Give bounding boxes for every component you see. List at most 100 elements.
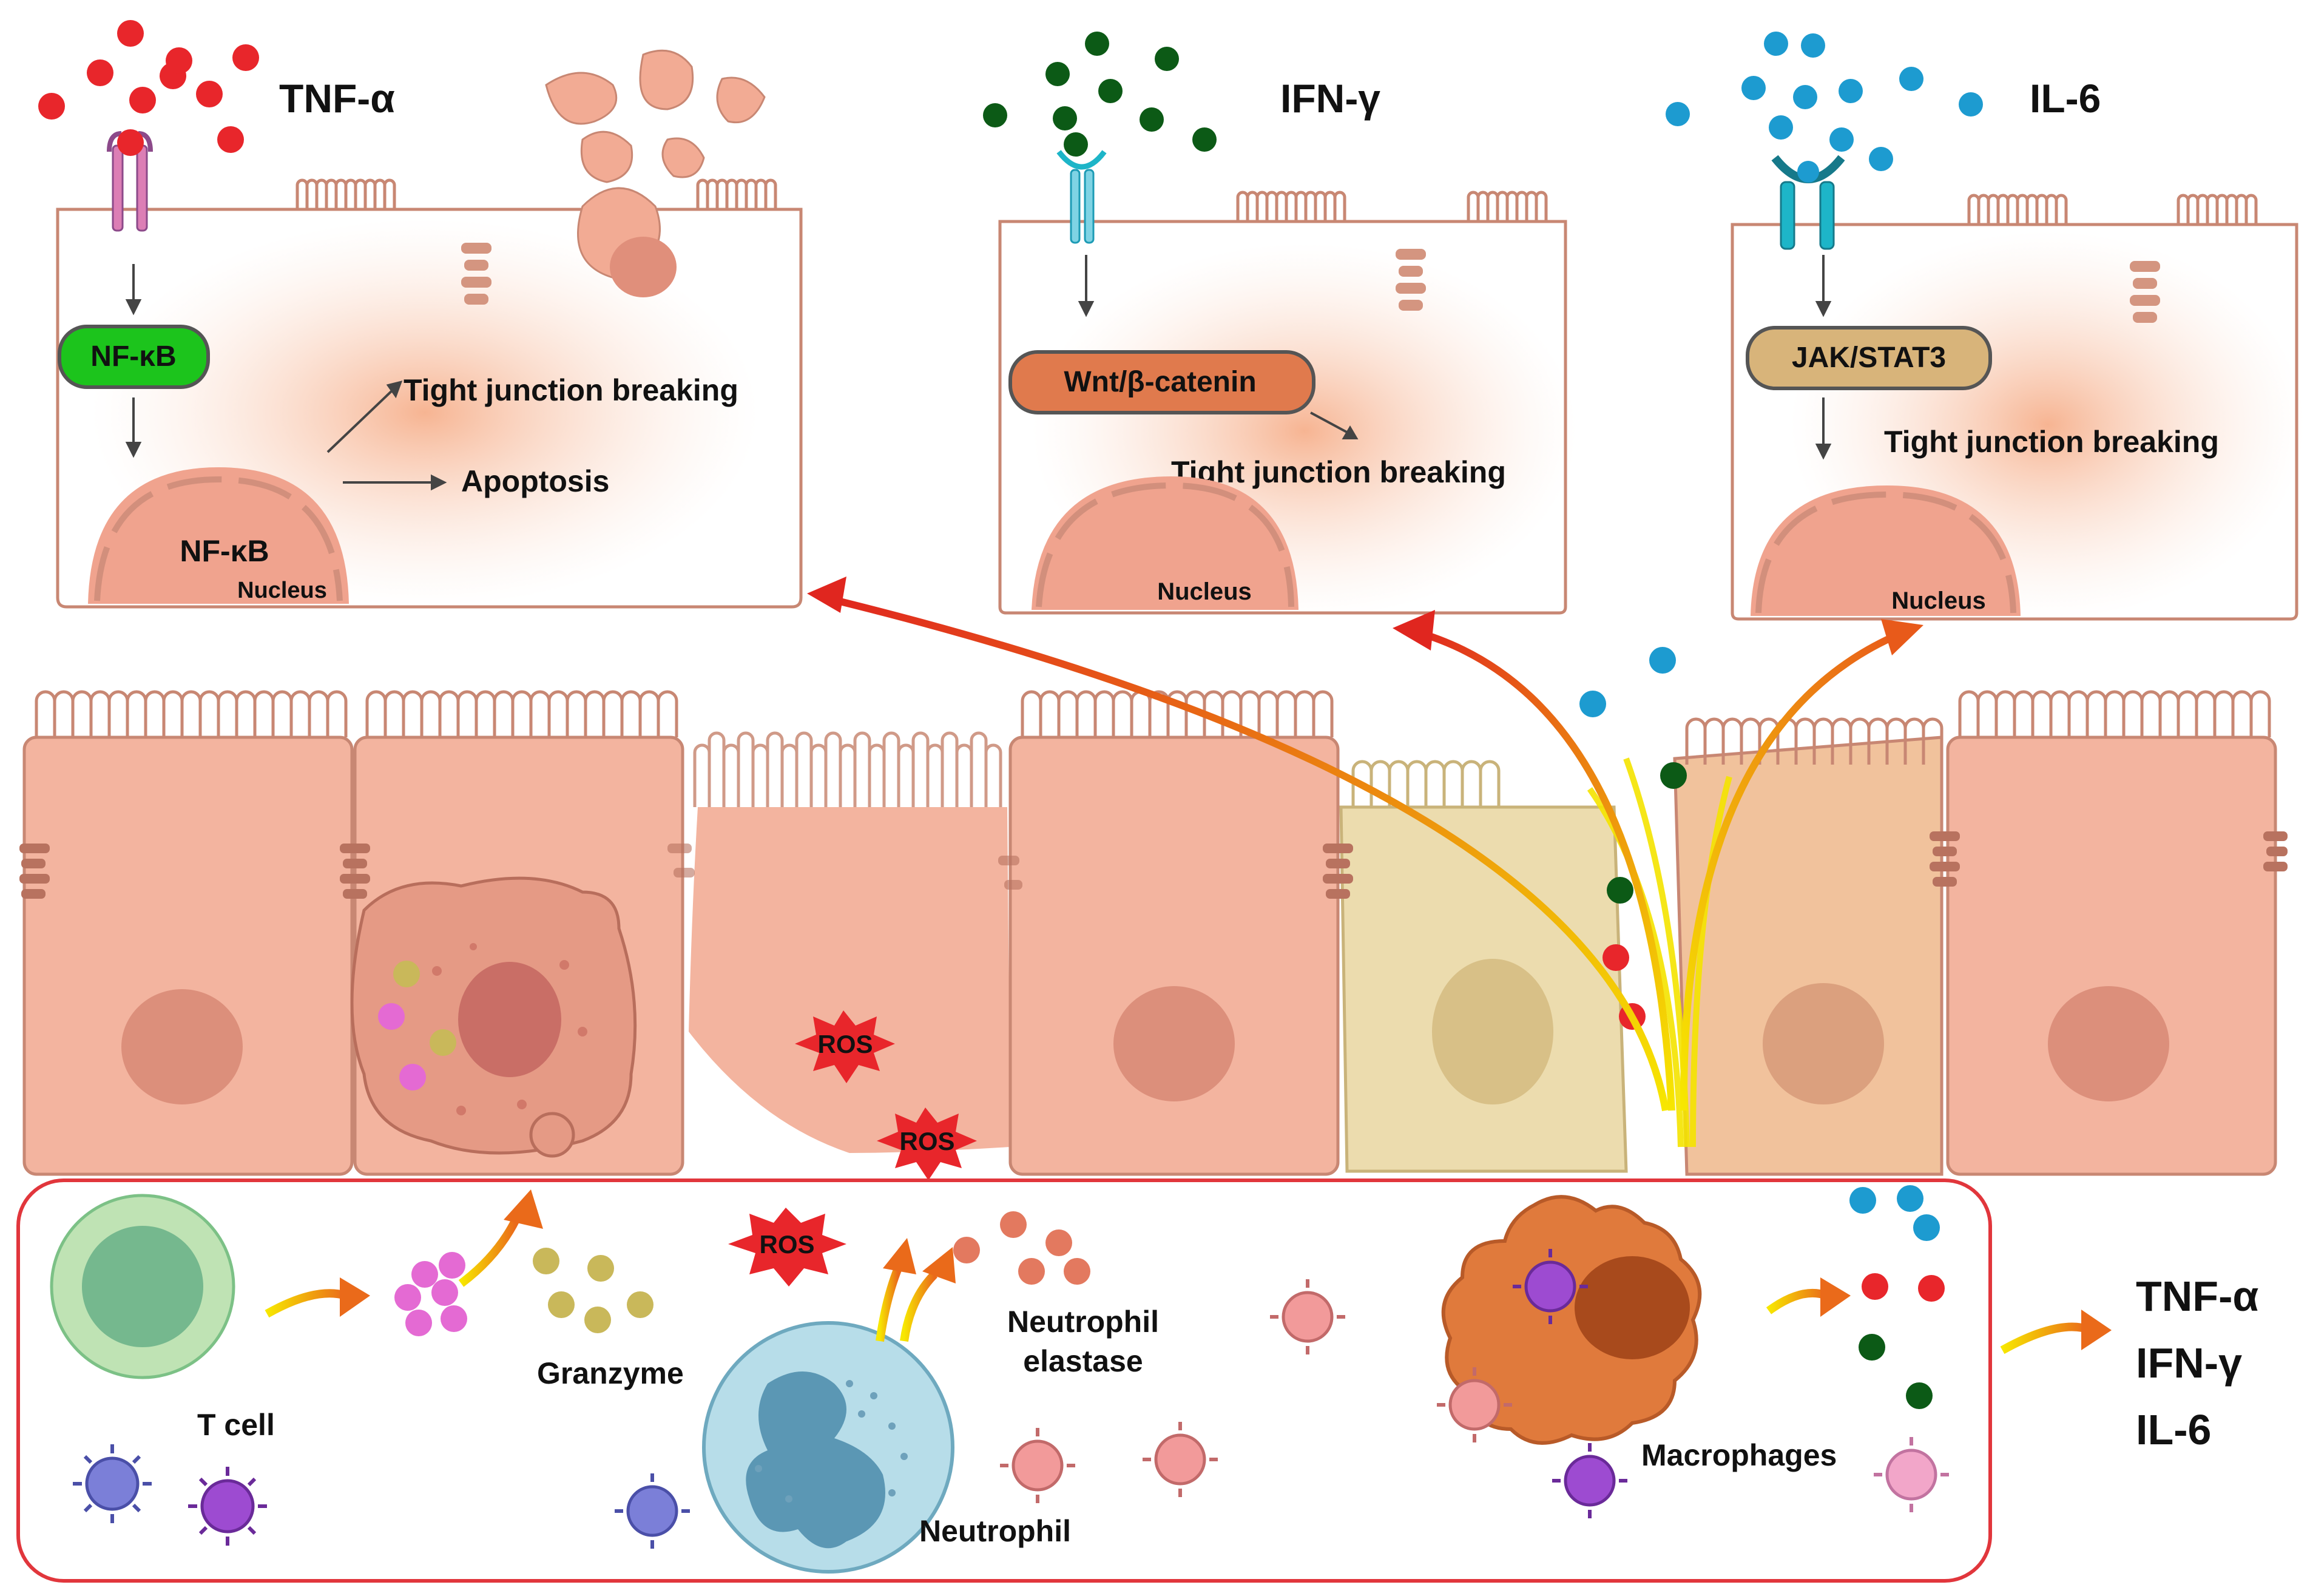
- ifn-gamma-molecules: [983, 32, 1217, 157]
- epithelial-cell-affected: [1673, 735, 1944, 1176]
- signal-arrows-to-panels: [807, 577, 1923, 1112]
- neutrophil-icon: [702, 1321, 954, 1574]
- virus-icon: [1552, 1443, 1627, 1518]
- il6-receptor-icon: [1771, 155, 1845, 250]
- ifn-arrows: [1078, 255, 1359, 439]
- wnt-pathway-label: Wnt/β-catenin: [1064, 366, 1256, 398]
- il6-title: IL-6: [2030, 76, 2101, 121]
- epithelial-cell-affected: [1339, 805, 1628, 1173]
- il6-nucleus-label: Nucleus: [1891, 587, 1986, 614]
- il6-panel: IL-6 JAK/STAT3 Tight junction breaking N…: [1666, 32, 2306, 621]
- il6-molecules: [1666, 32, 1983, 171]
- apoptotic-nucleus: [458, 962, 561, 1077]
- wnt-pathway-box: [1008, 350, 1315, 414]
- ifn-microvilli: [1236, 191, 1548, 221]
- macrophages-label: Macrophages: [1641, 1438, 1837, 1472]
- tnf-microvilli: [296, 178, 777, 209]
- ifn-receptor-icon: [1056, 150, 1107, 244]
- ros-burst-icon: ROS: [795, 1010, 895, 1083]
- nfkb-pathway-label: NF-κB: [90, 340, 176, 373]
- il6-nuclear-envelope: [1755, 491, 2016, 614]
- granzyme-arrow: [458, 1217, 520, 1287]
- epithelial-cell: [1946, 735, 2277, 1176]
- cell-nucleus: [1432, 959, 1553, 1104]
- neutrophil-arrow-2: [900, 1271, 938, 1342]
- tnf-apoptotic-nucleus: [610, 237, 677, 297]
- output-ifn: IFN-γ: [2136, 1339, 2242, 1387]
- ifn-nucleus-label: Nucleus: [1157, 578, 1252, 605]
- granzyme-label: Granzyme: [537, 1356, 684, 1390]
- virus-icon: [615, 1473, 690, 1549]
- macrophage-icon: [1441, 1195, 1702, 1445]
- neutrophil-elastase-label-line1: Neutrophil: [1007, 1305, 1159, 1339]
- il6-tight-junction: [2130, 261, 2160, 323]
- ifn-effect-tight-junction: Tight junction breaking: [1171, 455, 1506, 489]
- t-cell-label: T cell: [197, 1408, 275, 1442]
- output-tnf: TNF-α: [2136, 1273, 2258, 1320]
- ros-burst-icon: ROS: [728, 1208, 846, 1287]
- ros-label-epithelium-2: ROS: [899, 1127, 954, 1155]
- macrophage-secreted-cytokines: [1849, 1185, 1945, 1409]
- ifn-panel: IFN-γ Wnt/β-catenin Tight junction break…: [983, 32, 1578, 619]
- ros-label-epithelium-1: ROS: [817, 1030, 873, 1058]
- tnf-effect-apoptosis: Apoptosis: [461, 464, 609, 498]
- cell-nucleus: [1763, 983, 1884, 1104]
- tnf-panel: TNF-α NF-κB NF-κB Nucleus Tight junction…: [38, 20, 803, 609]
- tnf-alpha-molecules: [38, 20, 259, 156]
- il6-effect-tight-junction: Tight junction breaking: [1884, 425, 2219, 459]
- tnf-nucleus-label: Nucleus: [237, 578, 327, 603]
- apoptotic-cell-fragments-icon: [545, 49, 766, 280]
- tnf-cell-outline: [56, 208, 803, 609]
- cell-nucleus: [1113, 986, 1235, 1101]
- jak-stat3-pathway-label: JAK/STAT3: [1792, 342, 1946, 374]
- jak-stat3-pathway-box: [1746, 326, 1992, 390]
- arrow-to-il6-panel: [1881, 619, 1923, 655]
- output-arrow: [2000, 1322, 2089, 1354]
- il6-arrows: [1815, 255, 1832, 460]
- virus-icon: [1513, 1249, 1588, 1324]
- virus-icon: [1143, 1422, 1218, 1497]
- neutrophil-elastase-molecules: [953, 1211, 1090, 1285]
- arrow-to-ifn-panel: [1393, 610, 1435, 651]
- il6-nucleus: [1751, 485, 2021, 616]
- neutrophil-label: Neutrophil: [919, 1514, 1071, 1548]
- neutrophil-arrow-1: [876, 1266, 902, 1342]
- granzyme-granules-pink: [394, 1252, 467, 1336]
- output-il6: IL-6: [2136, 1406, 2211, 1453]
- tnf-effect-tight-junction: Tight junction breaking: [404, 373, 738, 407]
- t-cell-arrow: [265, 1289, 348, 1318]
- tnf-nuclear-envelope: [94, 476, 343, 601]
- tnf-nucleus-factor-label: NF-κB: [180, 534, 269, 568]
- tnf-arrow-1: [125, 264, 447, 491]
- virus-icon: [73, 1444, 152, 1523]
- cell-nucleus: [121, 989, 243, 1104]
- tnf-tight-junction: [461, 243, 491, 305]
- ros-label-immune: ROS: [759, 1230, 814, 1259]
- epithelial-cell: [22, 735, 354, 1176]
- tnf-title: TNF-α: [279, 76, 395, 121]
- epithelium-microvilli: [35, 690, 2271, 807]
- ifn-cell-outline: [998, 220, 1567, 615]
- tnf-receptor-icon: [107, 131, 153, 232]
- ifn-title: IFN-γ: [1280, 76, 1380, 121]
- epithelium-tight-junctions: [19, 831, 2288, 899]
- il6-cell-outline: [1731, 223, 2298, 621]
- virus-icon: [1000, 1428, 1075, 1503]
- il6-microvilli: [1967, 194, 2258, 225]
- cytokine-output: TNF-α IFN-γ IL-6: [2000, 1273, 2258, 1453]
- virus-icon: [1874, 1437, 1949, 1512]
- ros-burst-icon: ROS: [877, 1107, 977, 1180]
- ifn-tight-junction: [1396, 249, 1426, 311]
- granzyme-in-cell: [378, 961, 456, 1090]
- apoptotic-granules: [432, 943, 587, 1115]
- epithelial-cell-damaged: [689, 807, 1010, 1153]
- epithelial-cell: [1008, 735, 1340, 1176]
- virus-icon: [1437, 1367, 1512, 1442]
- virus-icon: [1270, 1279, 1345, 1354]
- ifn-nuclear-envelope: [1036, 482, 1294, 607]
- granzyme-granules-olive: [533, 1248, 653, 1333]
- lamina-propria-border: [16, 1178, 1992, 1583]
- epithelial-layer: ROS ROS: [19, 647, 2288, 1180]
- immune-compartment: T cell Granzyme Neutrophil: [16, 1178, 1992, 1583]
